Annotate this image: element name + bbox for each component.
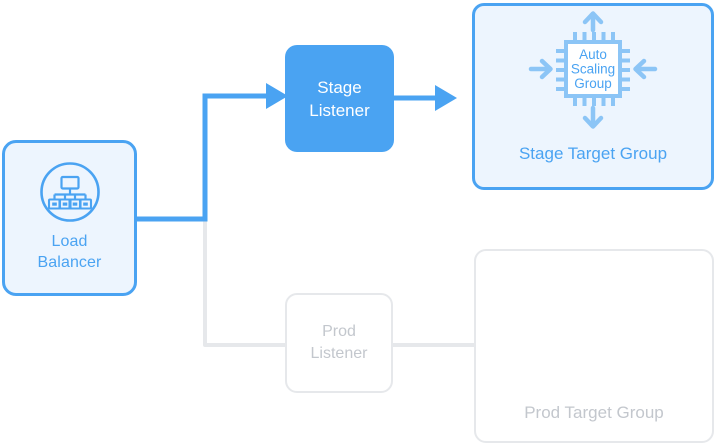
node-prod-listener[interactable]: Prod Listener (285, 293, 393, 393)
load-balancer-label-line2: Balancer (37, 254, 102, 271)
asg-inner-label-line2: Scaling (571, 62, 615, 77)
load-balancer-hierarchy-icon (39, 161, 101, 223)
prod-listener-label-line2: Listener (310, 345, 368, 362)
stage-listener-label: Stage Listener (309, 76, 369, 122)
connector-load-balancer-to-stage-listener (137, 93, 268, 222)
asg-inner-label-line1: Auto (579, 47, 607, 62)
stage-target-group-label: Stage Target Group (518, 144, 668, 163)
auto-scaling-chip-icon: Auto Scaling Group (523, 10, 663, 142)
asg-inner-label-line3: Group (574, 76, 612, 91)
load-balancer-label-line1: Load (51, 233, 88, 250)
node-stage-target-group[interactable]: Auto Scaling Group Stage Target Group (472, 3, 714, 190)
stage-listener-label-line2: Listener (309, 100, 370, 120)
arrowhead-to-stage-target-group (435, 85, 457, 111)
connector-load-balancer-to-prod-listener (135, 217, 287, 347)
node-load-balancer[interactable]: Load Balancer (2, 140, 137, 296)
prod-listener-label-line1: Prod (322, 323, 356, 340)
prod-listener-label: Prod Listener (311, 321, 368, 365)
prod-target-group-label: Prod Target Group (524, 403, 664, 422)
load-balancer-label: Load Balancer (38, 231, 102, 273)
stage-listener-label-line1: Stage (317, 77, 362, 97)
node-prod-target-group[interactable]: Prod Target Group (474, 249, 714, 443)
node-stage-listener[interactable]: Stage Listener (285, 45, 394, 152)
